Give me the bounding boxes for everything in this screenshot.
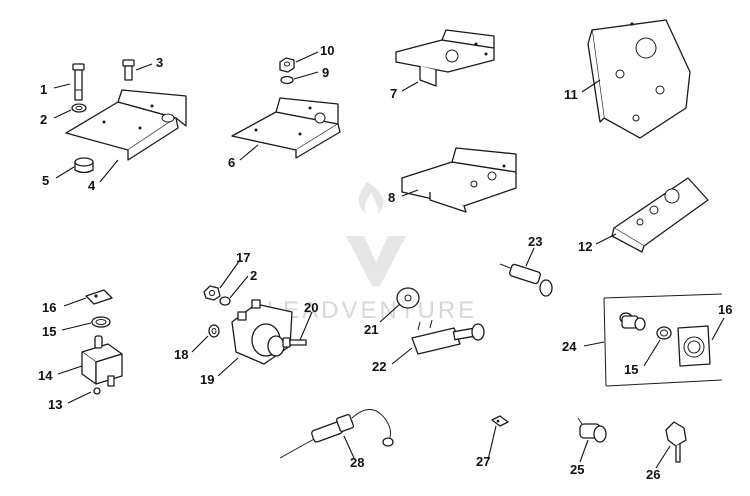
callout-labels: 1 2 3 4 5 6 7 8 9 10 11 12 13 14 15 15 1… <box>38 43 732 482</box>
part-2-washer-b <box>219 296 231 306</box>
part-11-plate <box>587 19 691 139</box>
callout-18: 18 <box>174 347 188 362</box>
callout-21: 21 <box>364 322 378 337</box>
part-21-knob <box>396 287 420 309</box>
callout-14: 14 <box>38 368 53 383</box>
callout-28: 28 <box>350 455 364 470</box>
part-8-bracket <box>401 147 517 213</box>
part-15-washer <box>91 316 111 328</box>
callout-12: 12 <box>578 239 592 254</box>
callout-16: 16 <box>42 300 56 315</box>
part-12-plate <box>611 177 709 253</box>
part-13-nut <box>93 387 101 395</box>
part-24-ignition-switch <box>619 312 646 331</box>
callout-25: 25 <box>570 462 584 477</box>
part-9-washer <box>280 75 294 85</box>
part-25-switch <box>577 417 607 443</box>
callout-2: 2 <box>40 112 47 127</box>
callout-3: 3 <box>156 55 163 70</box>
callout-1: 1 <box>40 82 47 97</box>
callout-23: 23 <box>528 234 542 249</box>
part-4-bracket <box>65 89 187 161</box>
watermark-text: LEADVENTURE <box>267 297 477 324</box>
callout-11: 11 <box>564 87 578 102</box>
callout-8: 8 <box>388 190 395 205</box>
part-6-bracket <box>231 97 341 159</box>
part-28-cable <box>279 409 394 459</box>
part-14-toggle-switch <box>81 335 123 387</box>
part-27-terminal <box>491 415 509 427</box>
part-3-bolt <box>122 59 135 81</box>
part-15-ring-b <box>656 326 672 340</box>
part-16-clip <box>85 289 113 305</box>
part-1-bolt <box>72 63 85 101</box>
callout-7: 7 <box>390 86 397 101</box>
callout-19: 19 <box>200 372 214 387</box>
callout-17: 17 <box>236 250 250 265</box>
callout-9: 9 <box>322 65 329 80</box>
callout-6: 6 <box>228 155 235 170</box>
part-20-bolt <box>282 337 307 348</box>
watermark: LEADVENTURE <box>267 182 477 324</box>
part-16-escutcheon <box>677 325 711 367</box>
part-18-washer <box>208 324 220 338</box>
part-24-switch-panel <box>603 293 723 387</box>
leader-lines <box>53 51 725 469</box>
callout-15: 15 <box>42 324 56 339</box>
part-2-washer <box>71 103 87 113</box>
callout-2-b: 2 <box>250 268 257 283</box>
part-23-indicator-light <box>499 263 553 297</box>
part-10-nut <box>279 57 295 73</box>
part-5-grommet <box>74 157 94 174</box>
callout-27: 27 <box>476 454 490 469</box>
callout-26: 26 <box>646 467 660 482</box>
callout-5: 5 <box>42 173 49 188</box>
part-22-pull-switch <box>411 319 485 355</box>
callout-20: 20 <box>304 300 318 315</box>
callout-24: 24 <box>562 339 577 354</box>
callout-15-b: 15 <box>624 362 638 377</box>
part-19-solenoid <box>231 299 293 365</box>
callout-4: 4 <box>88 178 96 193</box>
part-26-key <box>665 421 687 463</box>
callout-22: 22 <box>372 359 386 374</box>
part-7-bracket <box>395 29 495 87</box>
callout-10: 10 <box>320 43 334 58</box>
part-17-nut <box>203 285 221 301</box>
callout-16-b: 16 <box>718 302 732 317</box>
callout-13: 13 <box>48 397 62 412</box>
